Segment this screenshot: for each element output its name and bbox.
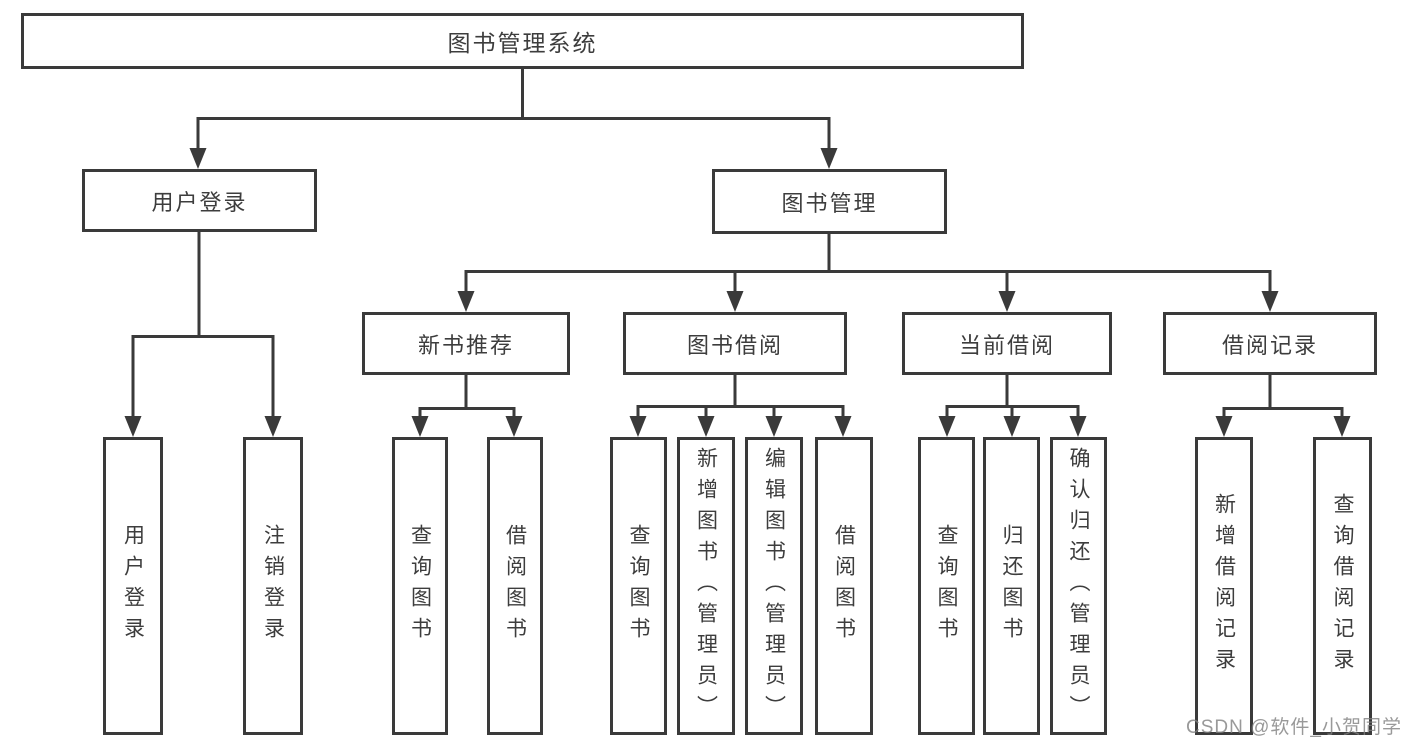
node-book-management-label: 图书管理	[781, 190, 878, 216]
csdn-watermark: CSDN @软件_小贺同学	[1186, 717, 1402, 738]
node-root: 图书管理系统	[21, 13, 1024, 69]
leaf-confirm-return-admin: 确认归还（管理员）	[1050, 437, 1107, 735]
leaf-label: 新增图书（管理员）	[694, 446, 718, 726]
leaf-label: 用户登录	[121, 524, 145, 648]
leaf-query-books-2: 查询图书	[610, 437, 667, 735]
connector-book-management-branch	[464, 234, 1272, 293]
leaf-logout: 注销登录	[243, 437, 303, 735]
leaf-label: 借阅图书	[503, 524, 527, 648]
connector-new-books-branch	[418, 375, 516, 418]
leaf-query-books-3: 查询图书	[918, 437, 975, 735]
leaf-borrow-books-1: 借阅图书	[487, 437, 543, 735]
node-book-borrowing-label: 图书借阅	[686, 332, 783, 358]
connector-root-to-level2	[196, 69, 831, 150]
leaf-query-books-1: 查询图书	[392, 437, 448, 735]
node-borrowing-records-label: 借阅记录	[1221, 332, 1318, 358]
leaf-label: 查询借阅记录	[1331, 493, 1354, 679]
node-new-books-label: 新书推荐	[417, 332, 514, 358]
leaf-user-login: 用户登录	[103, 437, 163, 735]
leaf-edit-books-admin: 编辑图书（管理员）	[745, 437, 803, 735]
leaf-label: 确认归还（管理员）	[1067, 446, 1090, 726]
node-book-borrowing: 图书借阅	[623, 312, 847, 375]
node-borrowing-records: 借阅记录	[1163, 312, 1377, 375]
connector-borrowing-records-branch	[1222, 375, 1344, 418]
leaf-label: 新增借阅记录	[1212, 493, 1236, 679]
leaf-add-borrow-record: 新增借阅记录	[1195, 437, 1253, 735]
leaf-borrow-books-2: 借阅图书	[815, 437, 873, 735]
node-current-borrowing: 当前借阅	[902, 312, 1112, 375]
connector-user-login-branch	[131, 232, 275, 418]
node-new-books: 新书推荐	[362, 312, 570, 375]
node-current-borrowing-label: 当前借阅	[958, 332, 1055, 358]
leaf-label: 查询图书	[935, 524, 958, 648]
node-user-login-label: 用户登录	[151, 189, 248, 215]
node-user-login: 用户登录	[82, 169, 317, 232]
node-book-management: 图书管理	[712, 169, 947, 234]
connector-current-borrowing-branch	[945, 375, 1080, 418]
leaf-return-books: 归还图书	[983, 437, 1040, 735]
node-root-label: 图书管理系统	[447, 30, 598, 56]
leaf-add-books-admin: 新增图书（管理员）	[677, 437, 735, 735]
leaf-label: 注销登录	[261, 524, 285, 648]
leaf-label: 编辑图书（管理员）	[762, 446, 786, 726]
leaf-label: 借阅图书	[832, 524, 856, 648]
arrowheads	[124, 148, 1351, 437]
leaf-label: 归还图书	[1000, 524, 1023, 648]
leaf-label: 查询图书	[627, 524, 650, 648]
connector-book-borrowing-branch	[636, 375, 845, 418]
leaf-query-borrow-record: 查询借阅记录	[1313, 437, 1372, 735]
leaf-label: 查询图书	[408, 524, 432, 648]
